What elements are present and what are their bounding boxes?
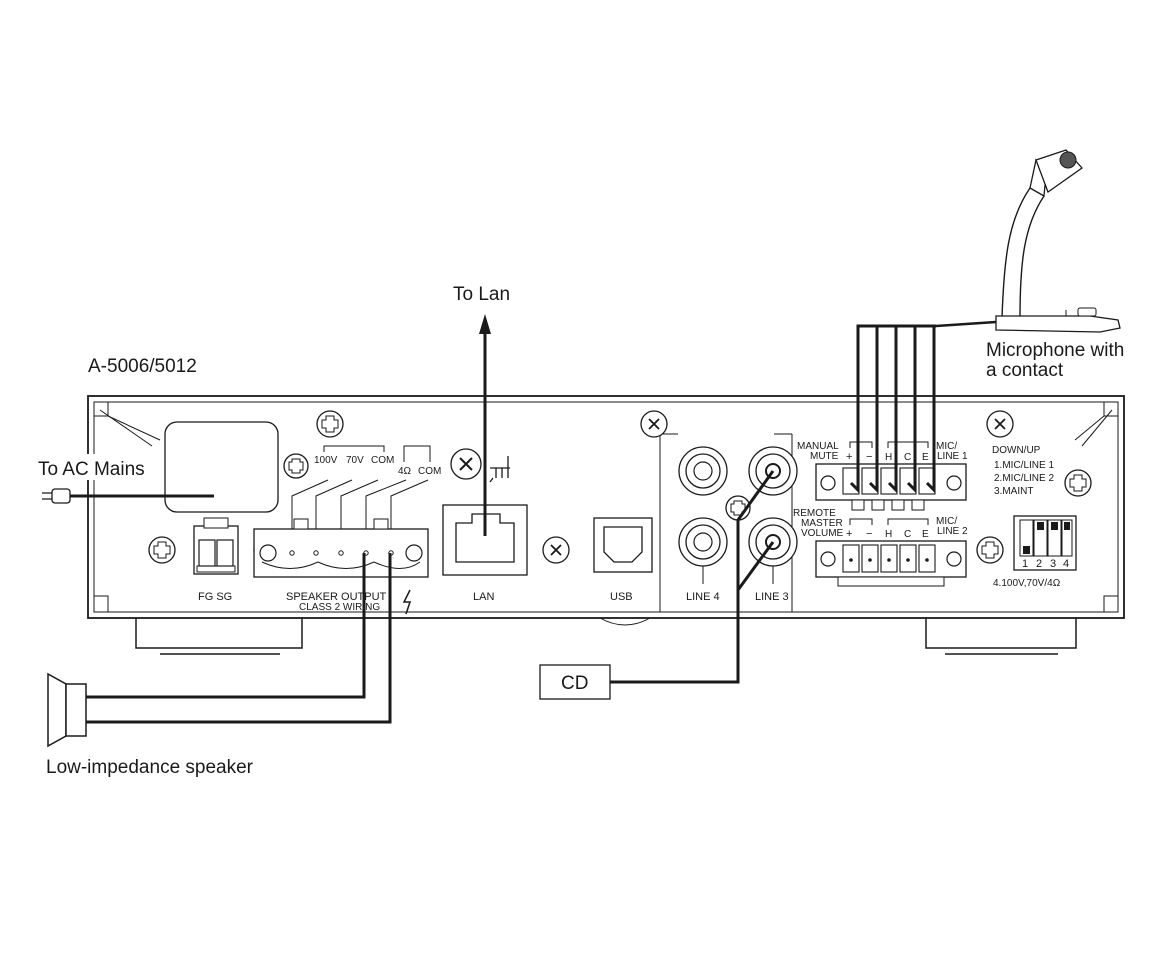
tap-4ohm-label: 4Ω (398, 466, 412, 477)
class2-wiring-label: CLASS 2 WIRING (299, 602, 380, 613)
ground-screw-icon (450, 448, 482, 480)
tap-70v-label: 70V (346, 455, 364, 466)
dip3-label: 3.MAINT (994, 486, 1033, 497)
dip1-label: 1.MIC/LINE 1 (994, 460, 1054, 471)
power-plug-icon (51, 488, 71, 504)
microphone-label-line1: Microphone with (986, 340, 1124, 361)
to-ac-mains-label: To AC Mains (38, 459, 145, 480)
speaker-icon (47, 672, 87, 748)
bracket-lines-bottom (849, 518, 929, 525)
usb-label: USB (610, 591, 633, 603)
remote-label: REMOTE (793, 508, 836, 519)
mic-line2-label-b: LINE 2 (937, 526, 968, 537)
line3-label: LINE 3 (755, 591, 789, 603)
screw-icon (542, 536, 570, 564)
manual-label: MANUAL (797, 441, 839, 452)
mute-minus-label: − (866, 451, 872, 463)
microphone-icon (935, 149, 1121, 333)
screw-icon (148, 536, 176, 564)
mic-line2-label-a: MIC/ (936, 516, 957, 527)
mic-line1-label-b: LINE 1 (937, 451, 968, 462)
master-label: MASTER (801, 518, 843, 529)
screw-icon (316, 410, 344, 438)
rca-jack-line4-top (678, 446, 728, 496)
lan-cable (479, 314, 491, 536)
mic1-e-label: E (922, 452, 929, 463)
mic1-h-label: H (885, 452, 892, 463)
lan-label: LAN (473, 591, 494, 603)
speaker-label: Low-impedance speaker (46, 757, 254, 778)
usb-port (593, 517, 653, 573)
microphone-wires (849, 324, 936, 494)
dip-number-4: 4 (1063, 558, 1069, 570)
ac-label-background (36, 454, 160, 480)
speaker-output-terminal (253, 445, 431, 578)
dip-number-1: 1 (1022, 558, 1028, 570)
screw-icon (976, 536, 1004, 564)
screw-icon (640, 410, 668, 438)
screw-icon (1064, 469, 1092, 497)
dip2-label: 2.MIC/LINE 2 (994, 473, 1054, 484)
ground-symbol-icon (489, 456, 510, 483)
hazard-bolt-icon (402, 589, 412, 615)
mic-line1-label-a: MIC/ (936, 441, 957, 452)
to-lan-label: To Lan (453, 284, 510, 305)
cd-label: CD (561, 673, 588, 694)
tap-com1-label: COM (371, 455, 394, 466)
mic1-c-label: C (904, 452, 911, 463)
ac-mains-cord (42, 488, 214, 504)
mic2-c-label: C (904, 529, 911, 540)
model-label: A-5006/5012 (88, 356, 197, 377)
volume-plus-label: + (846, 528, 852, 540)
dip-number-3: 3 (1050, 558, 1056, 570)
cd-player-box (539, 664, 611, 700)
down-up-label: DOWN/UP (992, 445, 1041, 456)
dip-switch (1013, 515, 1077, 571)
bracket-lines-top (849, 441, 929, 448)
volume-label: VOLUME (801, 528, 844, 539)
speaker-wires (86, 553, 392, 724)
dip-number-2: 2 (1036, 558, 1042, 570)
unit-feet (135, 617, 1077, 655)
volume-minus-label: − (866, 528, 872, 540)
mic2-e-label: E (922, 529, 929, 540)
mic-line2-terminal (815, 540, 967, 587)
dip4-label: 4.100V,70V/4Ω (993, 578, 1061, 589)
cd-cables (610, 470, 775, 684)
line4-label: LINE 4 (686, 591, 720, 603)
tap-com2-label: COM (418, 466, 441, 477)
mute-label: MUTE (810, 451, 839, 462)
mute-plus-label: + (846, 451, 852, 463)
microphone-label-line2: a contact (986, 360, 1064, 381)
fg-sg-terminal (193, 517, 239, 575)
up-arrow-icon (479, 314, 491, 334)
mic2-h-label: H (885, 529, 892, 540)
fg-sg-label: FG SG (198, 591, 232, 603)
rear-panel (87, 395, 1125, 619)
rca-jack-line4-bottom (678, 517, 728, 567)
tap-100v-label: 100V (314, 455, 338, 466)
speaker-output-label: SPEAKER OUTPUT (286, 591, 387, 603)
screw-icon (283, 453, 309, 479)
screw-icon (986, 410, 1014, 438)
